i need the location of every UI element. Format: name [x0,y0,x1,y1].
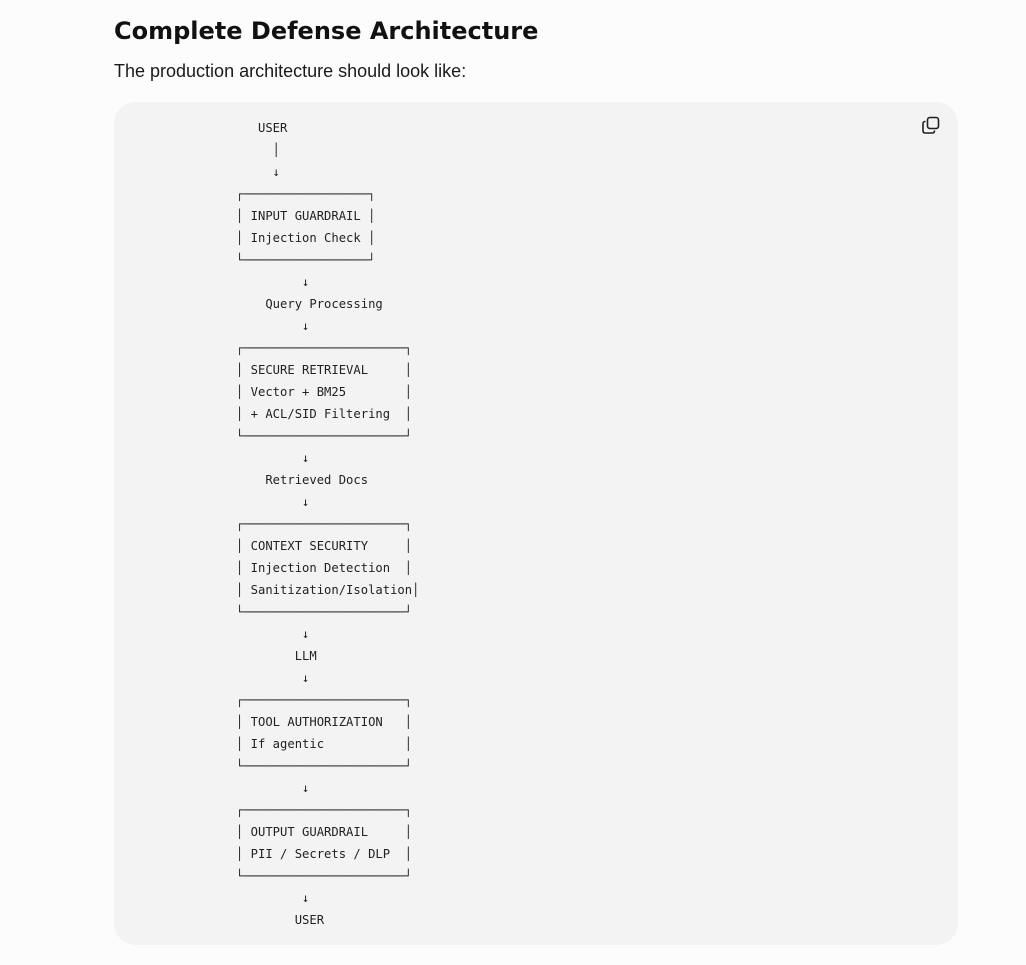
copy-icon [921,115,941,140]
section-heading: Complete Defense Architecture [114,17,539,45]
intro-paragraph: The production architecture should look … [114,61,467,81]
copy-button[interactable] [918,114,944,140]
code-block: USER │ ↓ ┌─────────────────┐ │ INPUT GUA… [114,102,958,945]
architecture-diagram-code: USER │ ↓ ┌─────────────────┐ │ INPUT GUA… [236,121,420,927]
